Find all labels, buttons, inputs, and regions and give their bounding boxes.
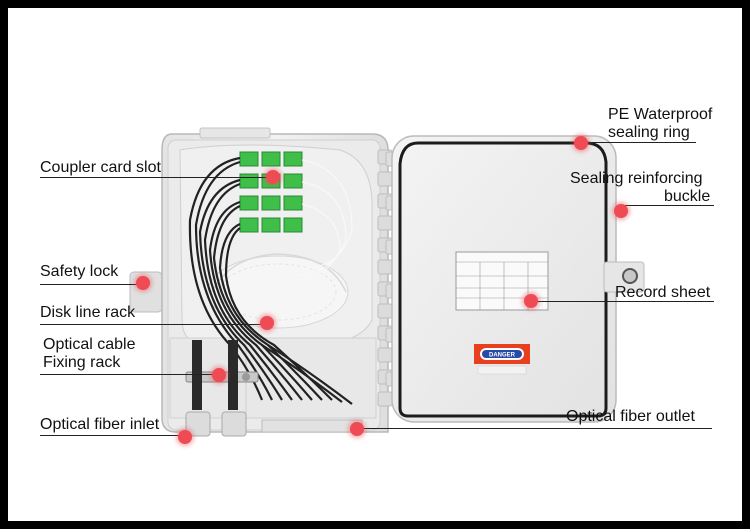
fiber-box-photo: DANGER [129,127,645,437]
hotspot-pe-waterproof[interactable] [574,136,588,150]
leader-record-sheet [530,301,714,302]
label-fixing-rack: Fixing rack [43,354,121,371]
hotspot-optical-fiber-outlet[interactable] [350,422,364,436]
label-buckle: buckle [664,188,711,205]
danger-sticker: DANGER [474,344,530,375]
label-sealing-reinforcing: Sealing reinforcing [570,170,703,187]
leader-fiber-inlet [40,435,186,436]
cable-glands [185,411,363,437]
top-clip [199,127,271,139]
label-sealing-ring: sealing ring [608,124,690,141]
label-pe-waterproof: PE Waterproof [608,106,713,123]
danger-sticker-text: DANGER [489,353,516,359]
leader-fiber-outlet [354,428,712,429]
leader-pe-waterproof [580,142,696,143]
hotspot-sealing-buckle[interactable] [614,204,628,218]
leader-coupler [40,177,280,178]
label-optical-fiber-outlet: Optical fiber outlet [566,408,695,425]
leader-sealing-buckle [620,205,714,206]
label-coupler-card-slot: Coupler card slot [40,159,161,176]
label-optical-fiber-inlet: Optical fiber inlet [40,416,160,433]
hotspot-optical-fiber-inlet[interactable] [178,430,192,444]
label-disk-line-rack: Disk line rack [40,304,136,321]
hotspot-optical-cable-rack[interactable] [212,368,226,382]
label-record-sheet: Record sheet [615,284,711,301]
patch-cords [188,156,353,405]
leader-optical-cable [40,374,222,375]
box-base [129,127,393,437]
box-lid: DANGER [385,135,645,423]
leader-safety-lock [40,284,148,285]
pe-sealing-ring [398,141,608,418]
hotspot-record-sheet[interactable] [524,294,538,308]
leader-disk-rack [40,324,270,325]
image-frame: DANGER Coupler card slot Safety lock Dis… [8,8,742,521]
hotspot-safety-lock[interactable] [136,276,150,290]
hotspot-coupler-card-slot[interactable] [266,170,280,184]
label-optical-cable: Optical cable [43,336,136,353]
label-safety-lock: Safety lock [40,263,119,280]
hotspot-disk-line-rack[interactable] [260,316,274,330]
